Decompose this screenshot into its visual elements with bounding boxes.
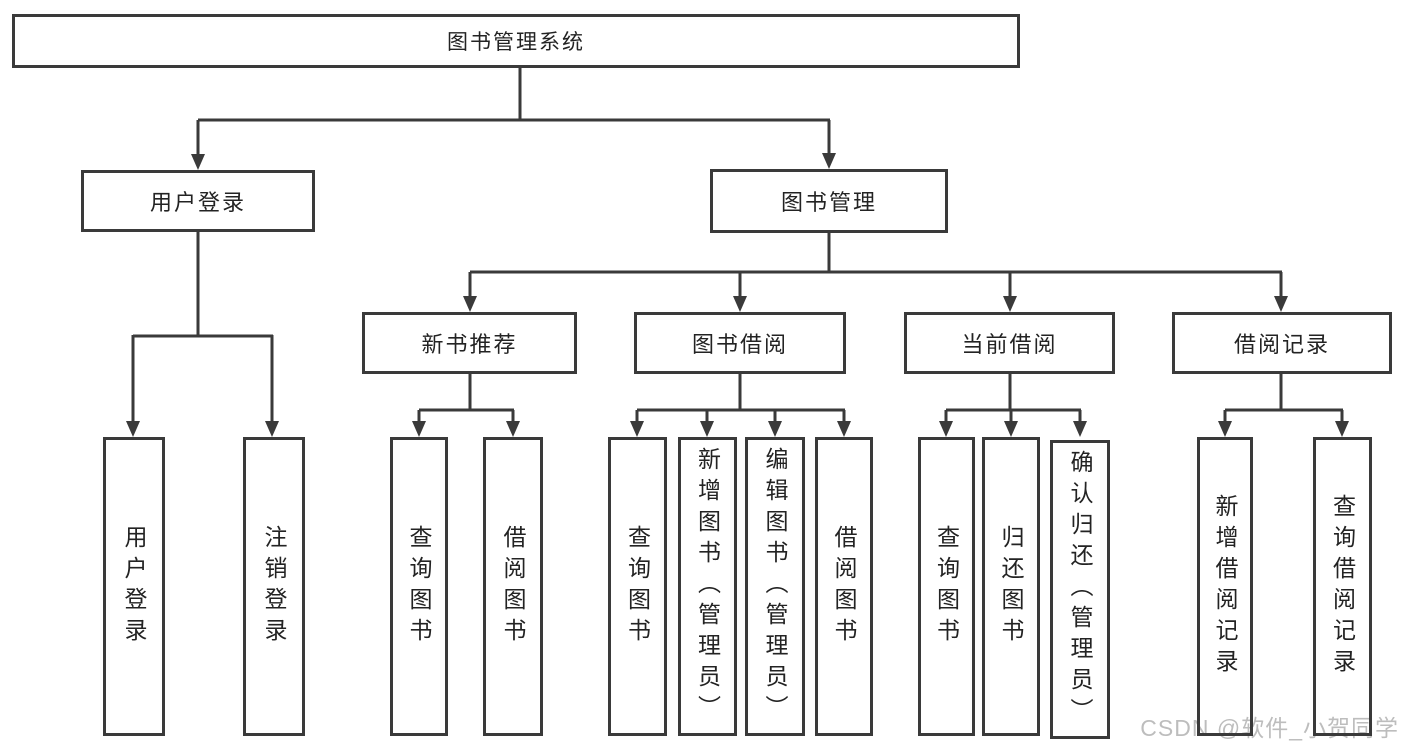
node-user-login: 用户登录 [81,170,315,232]
node-label: 查询图书 [624,524,651,649]
node-book-borrowing: 图书借阅 [634,312,846,374]
node-label: 借阅记录 [1233,332,1330,357]
arrowhead [463,296,477,312]
node-label: 用户登录 [121,524,147,649]
leaf-borrow-books-borrowing: 借阅图书 [815,437,873,736]
node-label: 借阅图书 [500,524,526,649]
node-current-borrowing: 当前借阅 [904,312,1115,374]
arrowhead [1218,421,1232,437]
node-borrowing-records: 借阅记录 [1172,312,1392,374]
leaf-confirm-return-admin: 确认归还（管理员） [1050,440,1110,739]
arrowhead [837,421,851,437]
node-label: 图书借阅 [691,332,788,357]
arrowhead [1073,421,1087,437]
node-label: 归还图书 [998,524,1024,649]
node-label: 借阅图书 [831,524,857,649]
arrowhead [265,421,279,437]
node-label: 确认归还（管理员） [1067,450,1093,729]
node-book-management: 图书管理 [710,169,948,233]
leaf-return-books: 归还图书 [982,437,1040,736]
arrowhead [1004,421,1018,437]
node-label: 查询借阅记录 [1329,493,1356,680]
leaf-query-books-current: 查询图书 [918,437,975,736]
leaf-logout-action: 注销登录 [243,437,305,736]
leaf-query-books-borrowing: 查询图书 [608,437,667,736]
arrowhead [1335,421,1349,437]
arrowhead [939,421,953,437]
leaf-add-books-admin: 新增图书（管理员） [678,437,737,736]
watermark: CSDN @软件_小贺同学 [1140,715,1399,741]
arrowhead [126,421,140,437]
node-root-system: 图书管理系统 [12,14,1020,68]
node-label: 图书管理系统 [447,31,585,54]
node-label: 注销登录 [261,524,287,649]
node-label: 图书管理 [780,190,877,215]
node-label: 新书推荐 [421,332,518,357]
arrowhead [506,421,520,437]
node-label: 查询图书 [406,524,432,649]
leaf-user-login-action: 用户登录 [103,437,165,736]
leaf-edit-books-admin: 编辑图书（管理员） [745,437,805,736]
arrowhead [412,421,426,437]
leaf-borrow-books-recommend: 借阅图书 [483,437,543,736]
node-label: 用户登录 [149,190,246,215]
node-label: 当前借阅 [961,332,1058,357]
node-label: 新增图书（管理员） [694,447,721,726]
node-new-book-recommendation: 新书推荐 [362,312,577,374]
node-label: 查询图书 [933,524,960,649]
arrowhead [1003,296,1017,312]
arrowhead [191,154,205,170]
leaf-query-books-recommend: 查询图书 [390,437,448,736]
node-label: 新增借阅记录 [1212,493,1238,680]
arrowhead [630,421,644,437]
arrowhead [1274,296,1288,312]
leaf-add-borrow-record: 新增借阅记录 [1197,437,1253,736]
arrowhead [822,153,836,169]
node-label: 编辑图书（管理员） [762,447,788,726]
leaf-query-borrow-record: 查询借阅记录 [1313,437,1372,736]
arrowhead [700,421,714,437]
arrowhead [733,296,747,312]
arrowhead [768,421,782,437]
